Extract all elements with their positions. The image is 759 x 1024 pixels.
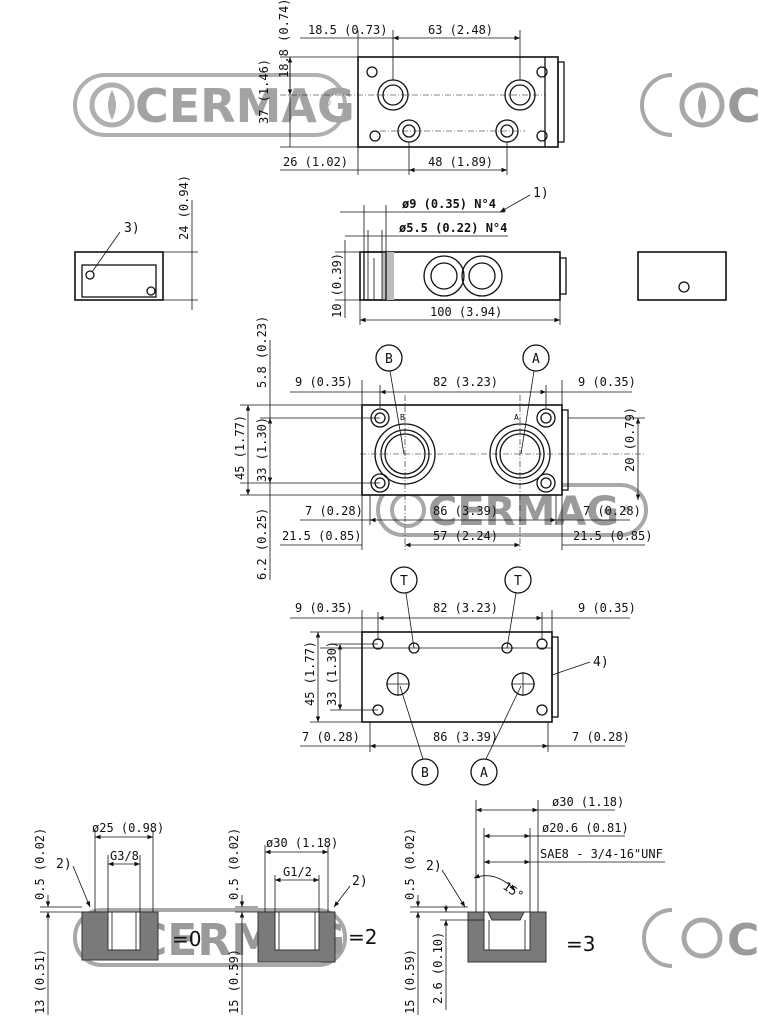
dim-ports-edge-right: 9 (0.35) xyxy=(578,375,636,389)
dim-ports-bottom-gap: 6.2 (0.25) xyxy=(255,508,269,580)
dim-top-offset: 18.8 (0.74) xyxy=(277,0,291,78)
section-option-2: ø30 (1.18) G1/2 0.5 (0.02) 15 (0.59) 2) … xyxy=(227,828,377,1015)
sec0-depth: 13 (0.51) xyxy=(33,949,47,1014)
dim-length: 100 (3.94) xyxy=(430,305,502,319)
dim-ports-outer-left: 21.5 (0.85) xyxy=(282,529,361,543)
front-view: ø9 (0.35) N°4 ø5.5 (0.22) N°4 1) 10 (0.3… xyxy=(330,186,567,325)
dim-bottom-left-b: 7 (0.28) xyxy=(302,730,360,744)
bottom-view: T T B A 4) 9 (0.35) 82 (3.23) 9 (0.35) 4… xyxy=(290,566,636,786)
svg-text:CERMAG: CERMAG xyxy=(428,489,619,535)
mark-b: B xyxy=(400,413,405,422)
watermark-text: CERMAG xyxy=(135,79,355,133)
dim-ports-right-b: 7 (0.28) xyxy=(583,504,641,518)
sec2-callout: 2) xyxy=(352,874,368,889)
sec2-label: =2 xyxy=(348,925,377,949)
dim-ports-left-b: 7 (0.28) xyxy=(305,504,363,518)
dim-ports-edge-left: 9 (0.35) xyxy=(295,375,353,389)
dim-top-span-bottom: 48 (1.89) xyxy=(428,155,493,169)
callout-port-b-bottom: B xyxy=(421,766,429,781)
sec3-depth: 15 (0.59) xyxy=(403,949,417,1014)
mark-a: A xyxy=(514,413,519,422)
sec3-step: 2.6 (0.10) xyxy=(431,932,445,1004)
callout-port-a: A xyxy=(532,352,540,367)
dim-bottom-height: 45 (1.77) xyxy=(303,641,317,706)
sec3-dia-inner: ø20.6 (0.81) xyxy=(542,821,629,835)
dim-bore-large: ø9 (0.35) N°4 xyxy=(402,197,496,211)
dim-top-left-bottom: 26 (1.02) xyxy=(283,155,348,169)
sec0-callout: 2) xyxy=(56,857,72,872)
top-view: 18.5 (0.73) 63 (2.48) 18.8 (0.74) 37 (1.… xyxy=(257,0,565,175)
side-view-right xyxy=(637,251,727,301)
dim-depth: 24 (0.94) xyxy=(177,175,191,240)
watermark-logo-left: CERMAG ® xyxy=(73,73,355,137)
sec2-dia: ø30 (1.18) xyxy=(266,836,338,850)
sec3-dia-outer: ø30 (1.18) xyxy=(552,795,624,809)
dim-bottom-span: 82 (3.23) xyxy=(433,601,498,615)
callout-3: 3) xyxy=(124,221,140,236)
sec3-thread: SAE8 - 3/4-16"UNF xyxy=(540,847,663,861)
callout-port-t1: T xyxy=(400,574,408,589)
dim-bottom-right-b: 7 (0.28) xyxy=(572,730,630,744)
sec0-thread: G3/8 xyxy=(110,849,139,863)
sec2-thread: G1/2 xyxy=(283,865,312,879)
sec3-top: 0.5 (0.02) xyxy=(403,828,417,900)
dim-bottom-span-b: 86 (3.39) xyxy=(433,730,498,744)
callout-4: 4) xyxy=(593,655,609,670)
dim-thickness: 10 (0.39) xyxy=(330,253,344,318)
dim-ports-right: 20 (0.79) xyxy=(623,407,637,472)
svg-text:C: C xyxy=(727,915,759,966)
dim-ports-outer-right: 21.5 (0.85) xyxy=(573,529,652,543)
dim-ports-port-span: 57 (2.24) xyxy=(433,529,498,543)
dim-bottom-edge-right: 9 (0.35) xyxy=(578,601,636,615)
sec0-top: 0.5 (0.02) xyxy=(33,828,47,900)
side-view-left: 3) 24 (0.94) xyxy=(74,175,198,310)
section-option-0: ø25 (0.98) G3/8 0.5 (0.02) 13 (0.51) 2) … xyxy=(33,821,201,1015)
svg-text:C: C xyxy=(727,79,759,133)
dim-ports-span: 82 (3.23) xyxy=(433,375,498,389)
dim-ports-span-b: 86 (3.39) xyxy=(433,504,498,518)
callout-1: 1) xyxy=(533,186,549,201)
svg-text:®: ® xyxy=(322,98,332,109)
dim-top-span: 63 (2.48) xyxy=(428,23,493,37)
sec2-depth: 15 (0.59) xyxy=(227,949,241,1014)
watermark-logo-right-bottom: C xyxy=(642,908,759,968)
callout-port-t2: T xyxy=(514,574,522,589)
watermark-logo-mid: CERMAG ® xyxy=(376,483,648,537)
dim-bottom-edge-left: 9 (0.35) xyxy=(295,601,353,615)
sec0-label: =0 xyxy=(172,927,201,951)
dim-ports-top-gap: 5.8 (0.23) xyxy=(255,316,269,388)
ports-view: B A B A 9 (0.35) 82 (3.23) 9 (0.35) 5.8 … xyxy=(233,316,652,580)
dim-bottom-inner: 33 (1.30) xyxy=(325,641,339,706)
sec3-angle: 15° xyxy=(500,879,526,903)
sec2-top: 0.5 (0.02) xyxy=(227,828,241,900)
callout-port-a-bottom: A xyxy=(480,766,488,781)
sec0-dia: ø25 (0.98) xyxy=(92,821,164,835)
callout-port-b: B xyxy=(385,352,393,367)
svg-text:®: ® xyxy=(622,505,631,515)
dim-top-left: 18.5 (0.73) xyxy=(308,23,387,37)
watermark-logo-right-top: C xyxy=(640,73,759,137)
dim-ports-height: 45 (1.77) xyxy=(233,415,247,480)
section-option-3: ø30 (1.18) ø20.6 (0.81) SAE8 - 3/4-16"UN… xyxy=(403,795,665,1015)
sec3-label: =3 xyxy=(566,932,595,956)
dim-top-height: 37 (1.46) xyxy=(257,59,271,124)
dim-ports-inner: 33 (1.30) xyxy=(255,417,269,482)
sec3-callout: 2) xyxy=(426,859,442,874)
dim-bore-small: ø5.5 (0.22) N°4 xyxy=(399,221,507,235)
